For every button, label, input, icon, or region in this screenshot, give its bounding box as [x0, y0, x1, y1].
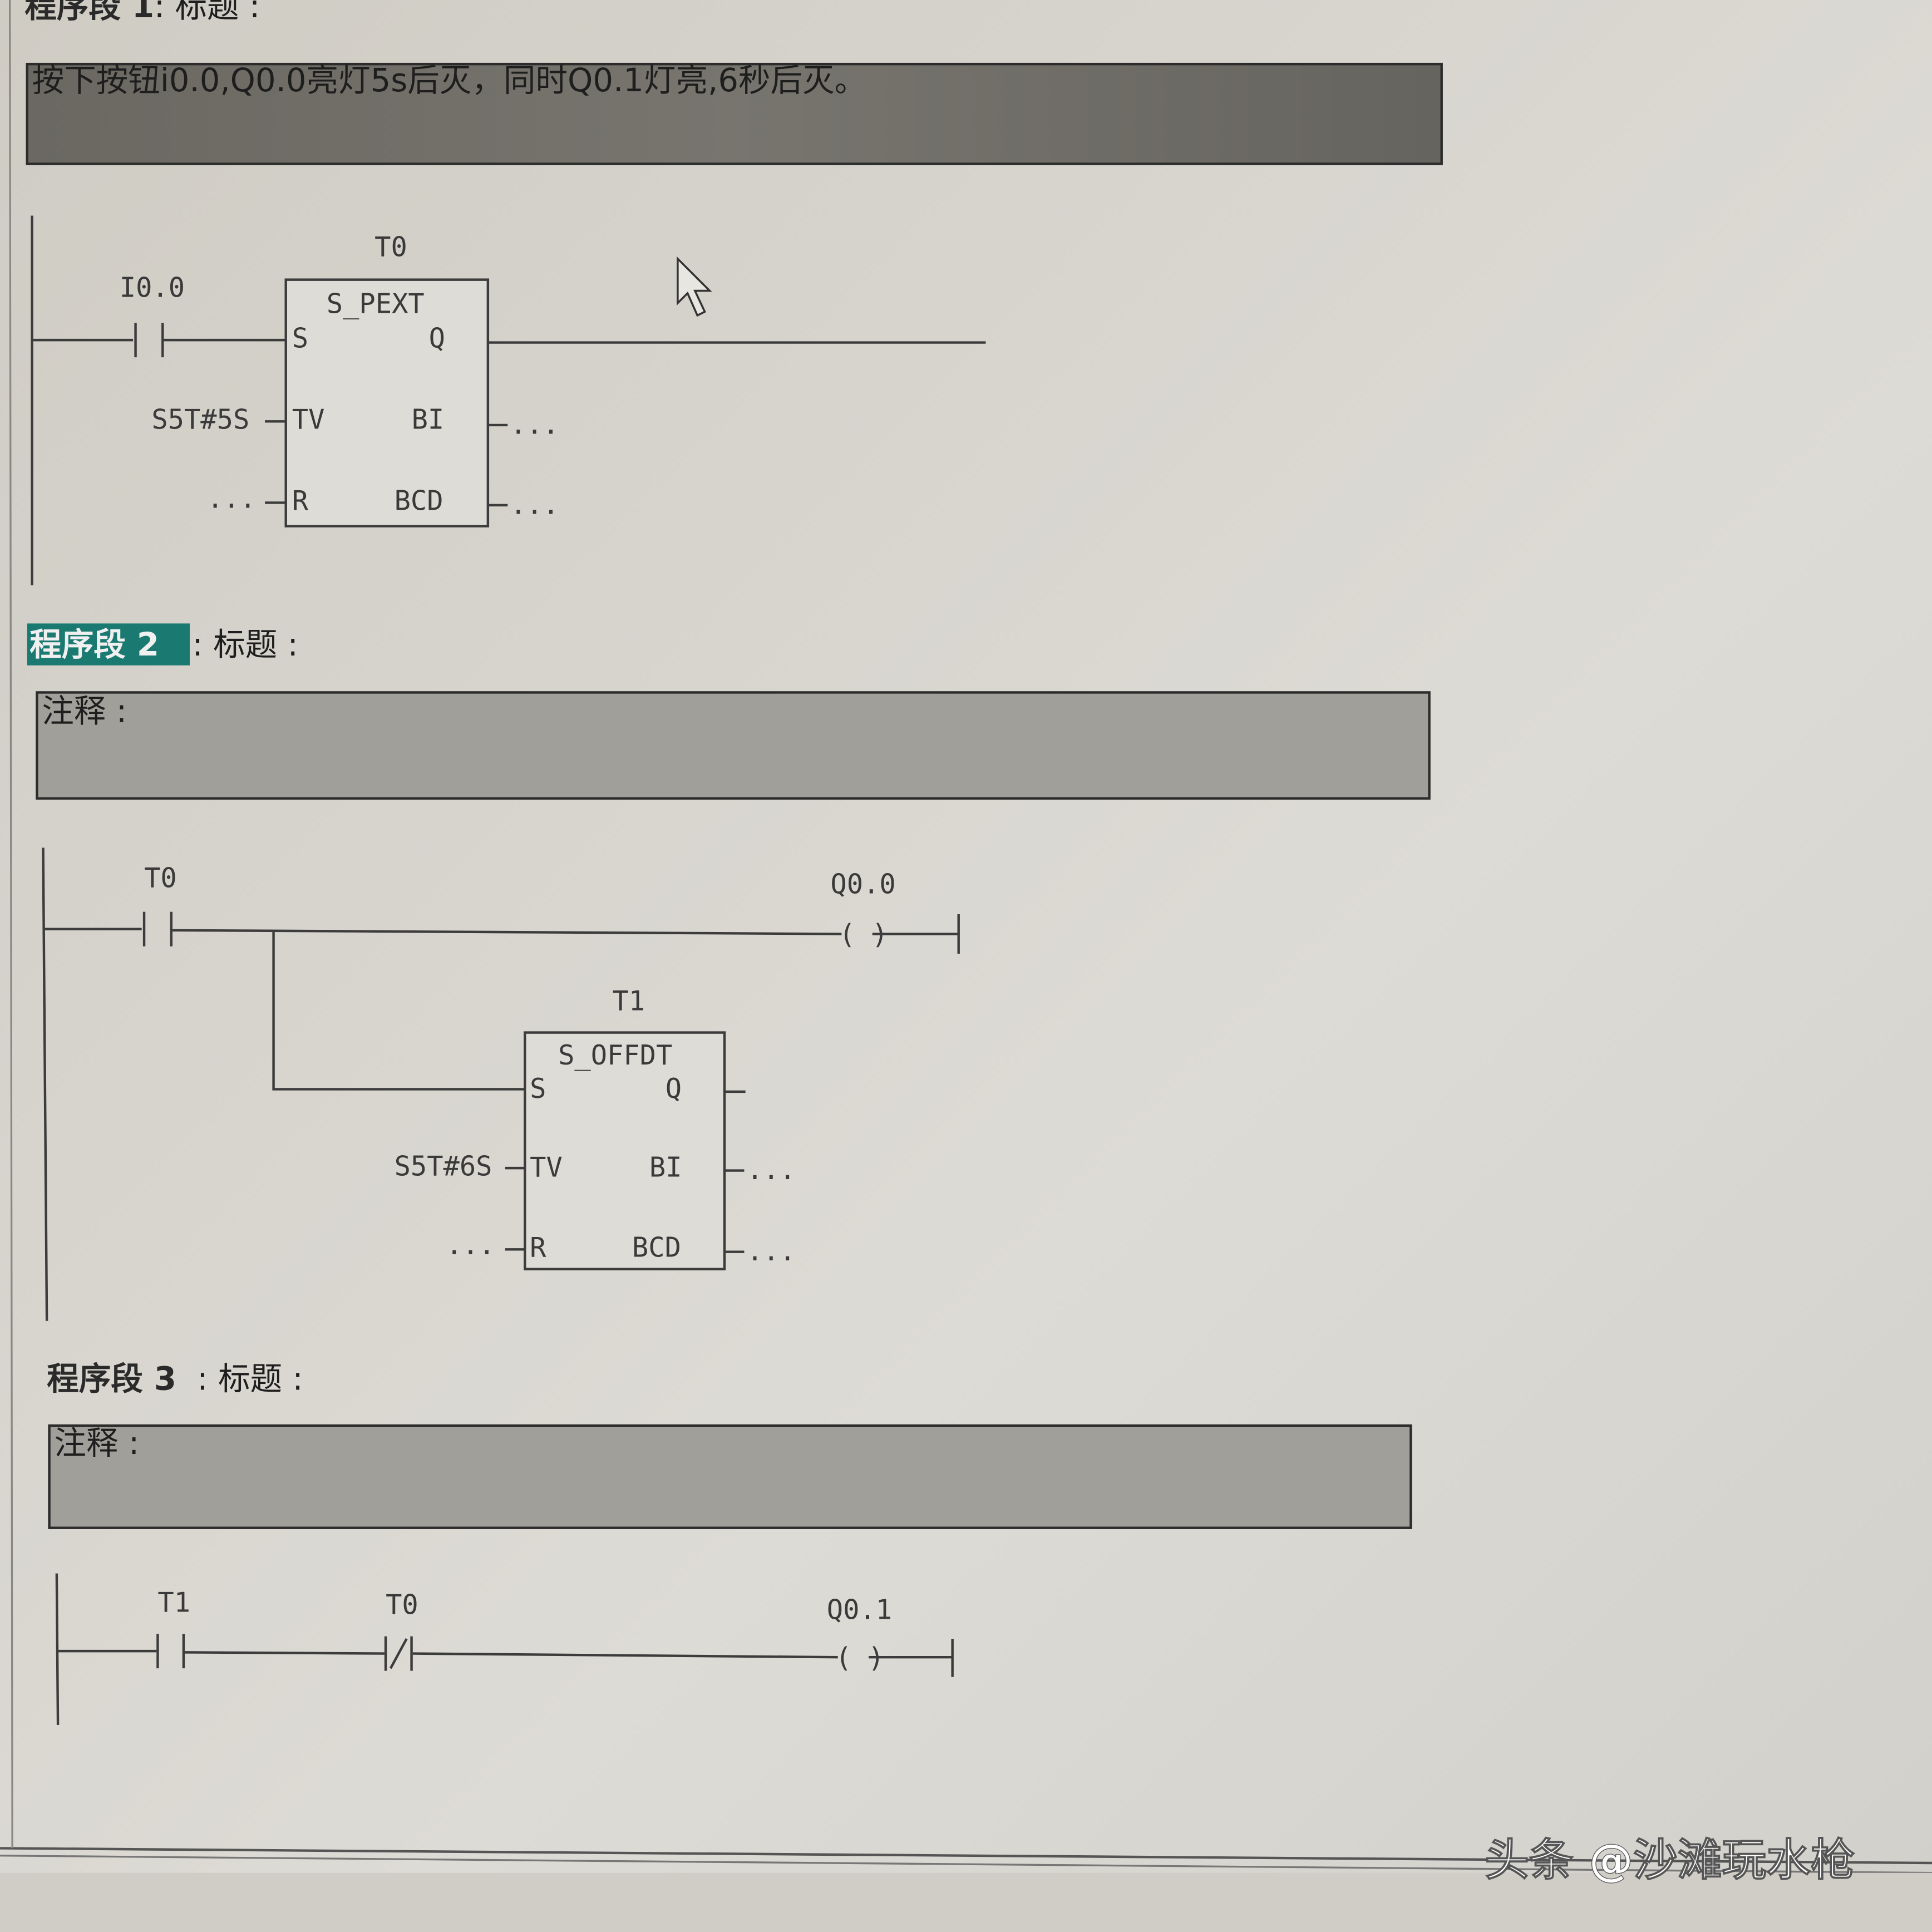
pin-tv: TV: [292, 405, 325, 436]
network-3-comment: 注释 :: [54, 1425, 139, 1462]
window-border: [0, 1847, 1932, 1865]
contact-no[interactable]: [142, 911, 172, 947]
network-2-label[interactable]: 程序段 2: [29, 626, 159, 663]
contact-no[interactable]: [134, 323, 164, 358]
coil-address: Q0.1: [827, 1595, 892, 1626]
pin-r: R: [530, 1233, 546, 1264]
bcd-placeholder[interactable]: ...: [510, 489, 559, 520]
network-1-comment: 按下按钮i0.0,Q0.0亮灯5s后灭，同时Q0.1灯亮,6秒后灭。: [32, 62, 867, 99]
contact-address: I0.0: [120, 273, 185, 304]
network-3-comment-box[interactable]: [48, 1424, 1412, 1529]
timer-block-s-offdt[interactable]: [524, 1031, 726, 1270]
power-rail: [55, 1573, 60, 1726]
pin-s: S: [530, 1073, 546, 1105]
network-3-label[interactable]: 程序段 3: [47, 1361, 176, 1398]
pin-s: S: [292, 323, 308, 354]
network-2-title[interactable]: : 标题 :: [192, 626, 298, 663]
timer-block-s-pext[interactable]: [284, 278, 490, 528]
contact-no[interactable]: [156, 1634, 185, 1669]
selection-highlight: [27, 623, 190, 666]
pin-tv: TV: [530, 1152, 563, 1184]
contact-address: T0: [144, 862, 177, 894]
watermark: 头条 @沙滩玩水枪: [1485, 1834, 1855, 1886]
status-bar: [0, 1872, 1932, 1932]
pin-bcd: BCD: [632, 1233, 681, 1264]
pin-r: R: [292, 486, 309, 517]
network-2-comment: 注释 :: [42, 693, 127, 730]
network-1-label[interactable]: 程序段 1: [24, 0, 154, 25]
block-type: S_PEXT: [327, 288, 425, 319]
r-placeholder[interactable]: ...: [446, 1230, 495, 1261]
network-1: 程序段 1 : 标题 : 按下按钮i0.0,Q0.0亮灯5s后灭，同时Q0.1灯…: [24, 0, 1443, 585]
mouse-cursor-icon: [677, 256, 712, 317]
timer-address: T0: [374, 232, 407, 263]
network-3: 程序段 3 : 标题 : 注释 : T1 T0 Q0.1 ( ): [47, 1361, 1412, 1726]
bi-placeholder[interactable]: ...: [747, 1155, 796, 1186]
power-rail: [42, 847, 48, 1321]
network-3-title[interactable]: : 标题 :: [197, 1361, 303, 1398]
pin-bcd: BCD: [395, 486, 443, 517]
bi-placeholder[interactable]: ...: [510, 409, 559, 440]
network-2: 程序段 2 : 标题 : 注释 : T0 Q0.0 ( ) T1 S_OFFDT…: [27, 623, 1431, 1321]
contact-nc-address: T0: [386, 1590, 418, 1621]
network-1-title[interactable]: : 标题 :: [154, 0, 260, 25]
pin-bi: BI: [649, 1152, 682, 1184]
pin-q: Q: [666, 1073, 682, 1105]
r-placeholder[interactable]: ...: [207, 483, 256, 514]
tv-value[interactable]: S5T#6S: [395, 1151, 492, 1182]
pin-bi: BI: [412, 405, 445, 436]
network-2-comment-box[interactable]: [36, 691, 1431, 800]
pin-q: Q: [429, 323, 445, 354]
tv-value[interactable]: S5T#5S: [151, 405, 249, 436]
bcd-placeholder[interactable]: ...: [747, 1236, 796, 1267]
contact-address: T1: [157, 1587, 190, 1618]
network-1-comment-box[interactable]: [26, 62, 1443, 165]
timer-address: T1: [613, 986, 645, 1017]
contact-nc[interactable]: [384, 1636, 413, 1671]
block-type: S_OFFDT: [558, 1040, 672, 1071]
coil-address: Q0.0: [830, 869, 895, 900]
